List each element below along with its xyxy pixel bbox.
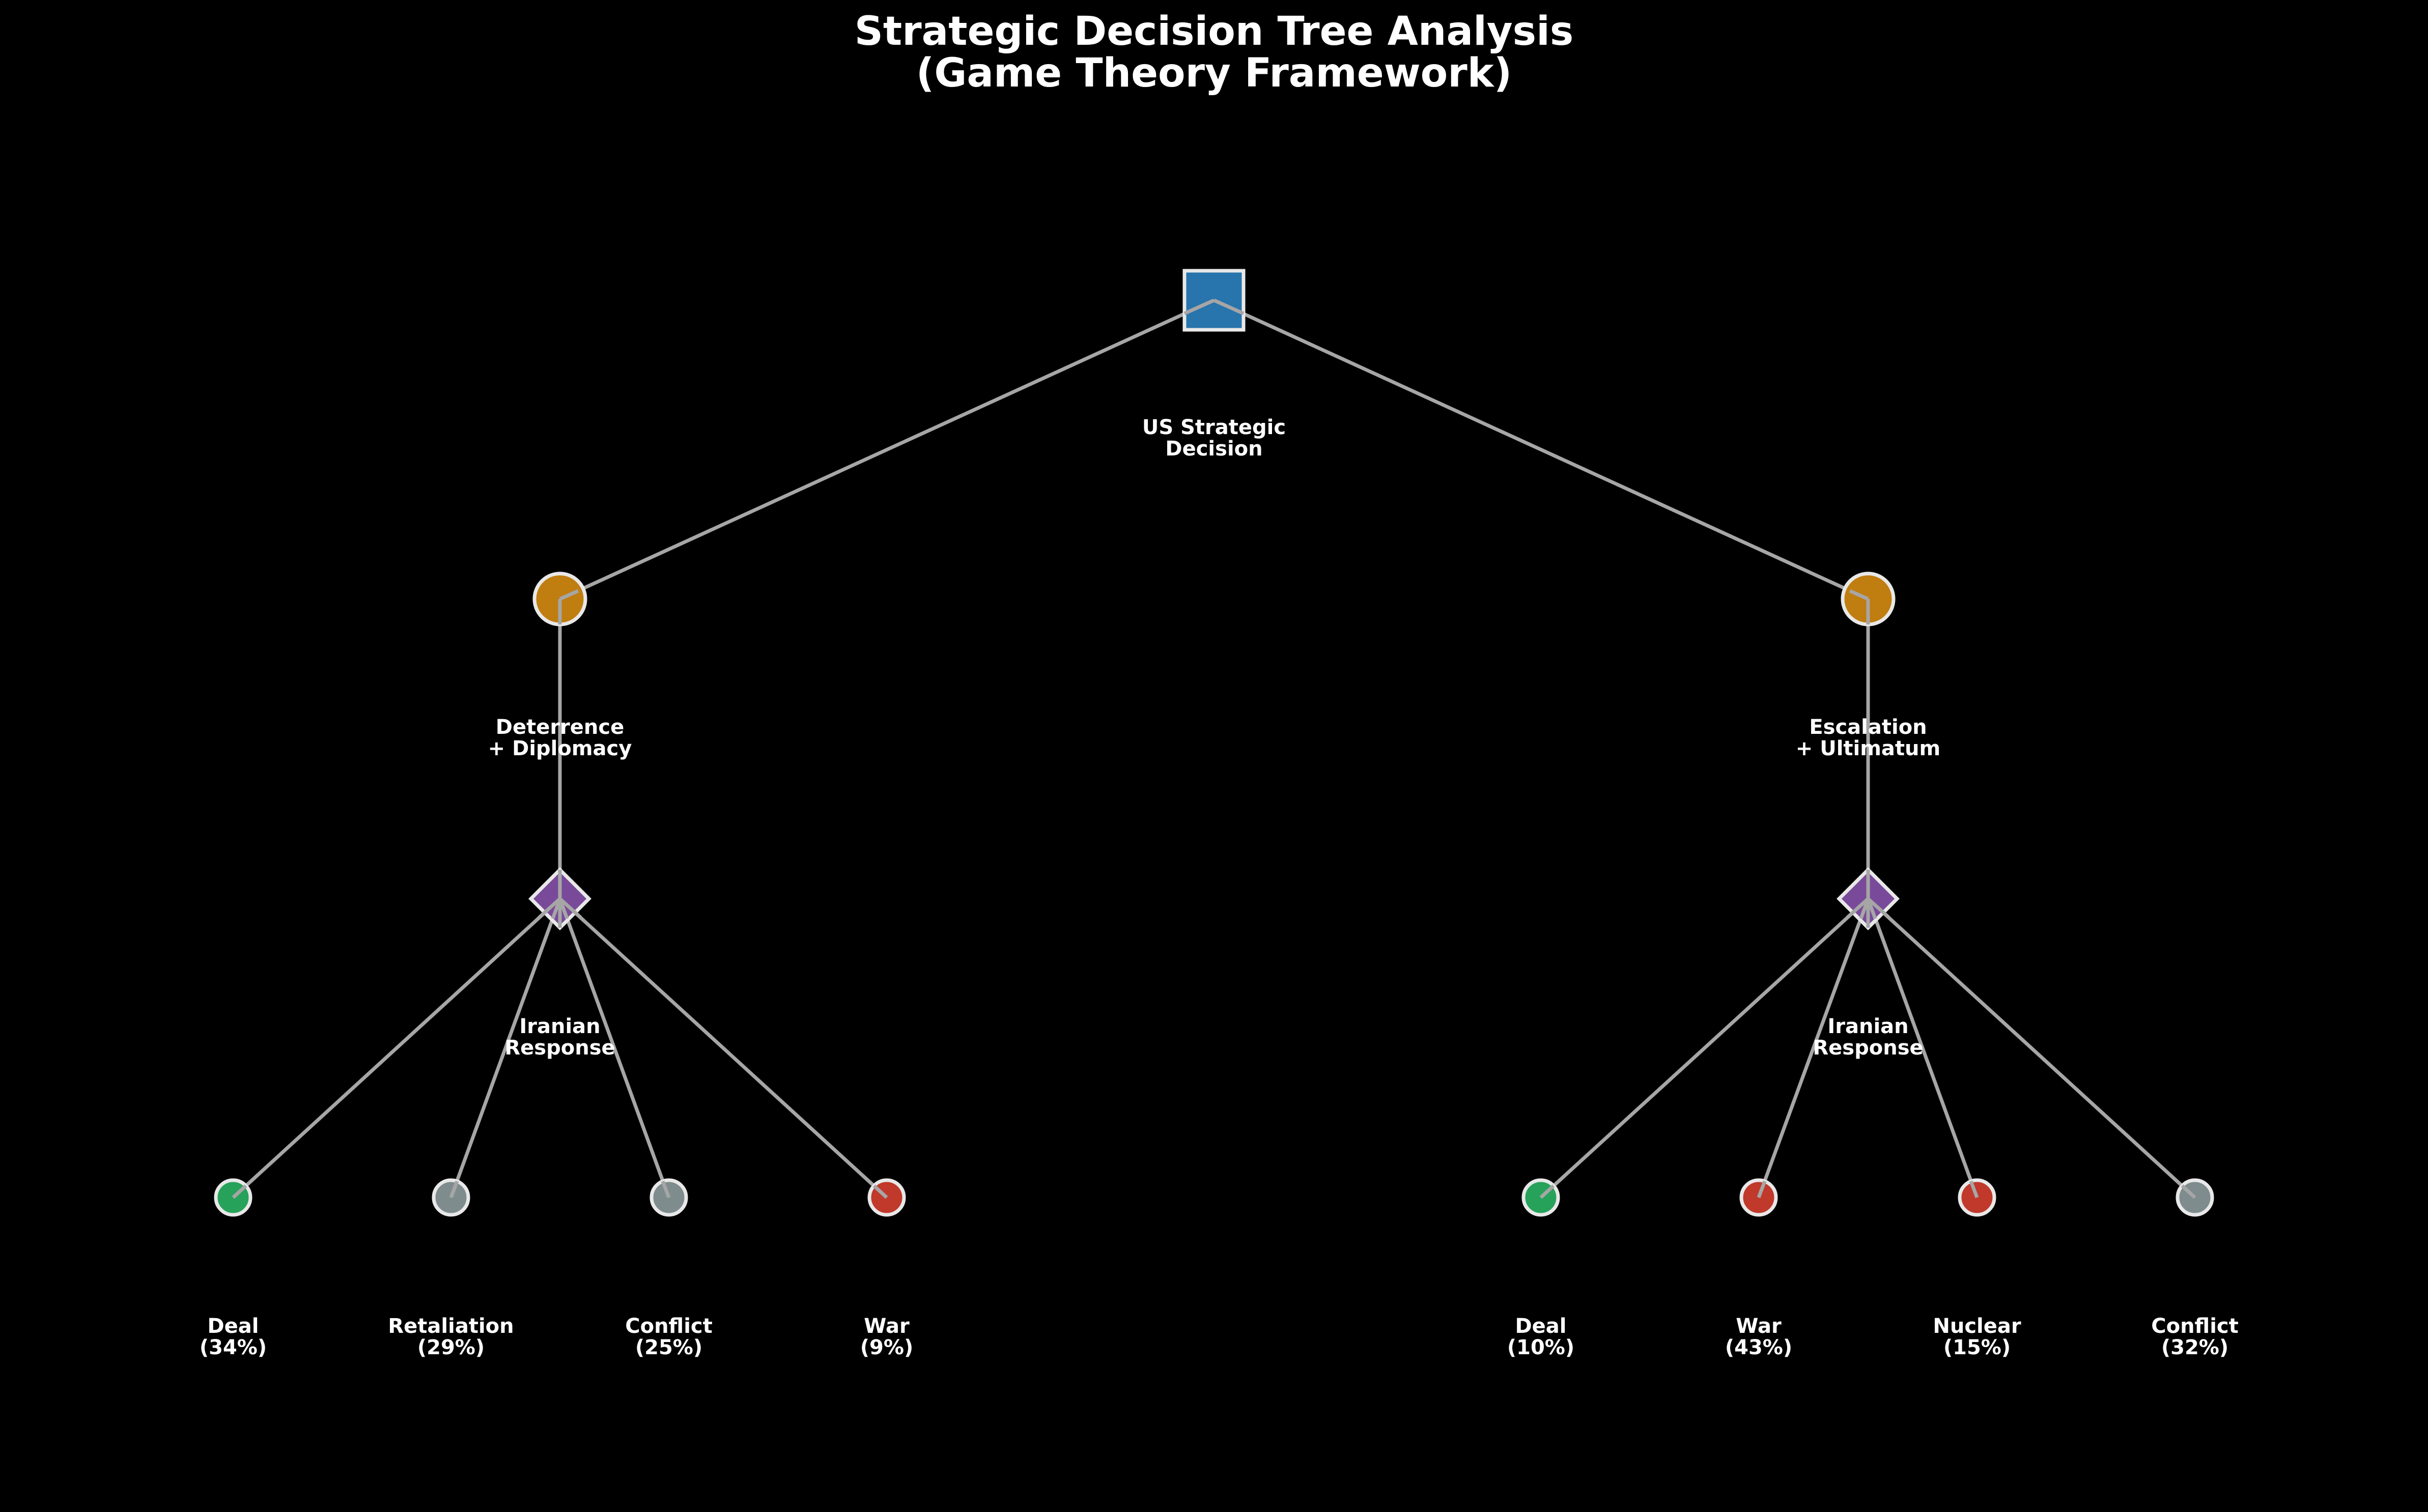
edges-strategy (558, 599, 1870, 899)
outcome-node-right-2-inner-edge (1757, 1180, 1767, 1199)
edges-right-outcomes (1539, 897, 2196, 1199)
edge-right-outcome-3 (1866, 898, 1979, 1199)
strategy-label-escalation-line-1: Escalation (1809, 716, 1927, 739)
outcome-right-2-pct: (43%) (1725, 1336, 1792, 1359)
outcome-left-1-pct: (34%) (200, 1336, 267, 1359)
outcome-left-4-pct: (9%) (860, 1336, 913, 1359)
outcome-group-left: Deal (34%) Retaliation (29%) Conflict (2… (200, 1178, 913, 1359)
edge-left-outcome-2 (449, 898, 562, 1199)
root-inner-edge-left (1183, 298, 1215, 316)
outcome-left-3-pct: (25%) (635, 1336, 702, 1359)
response-label-right-line-1: Iranian (1827, 1015, 1908, 1038)
outcome-right-3-pct: (15%) (1943, 1336, 2011, 1359)
edge-left-outcome-3 (558, 898, 671, 1199)
root-label-line-2: Decision (1165, 437, 1262, 461)
outcome-group-right: Deal (10%) War (43%) Nuclear (15%) Confl… (1507, 1178, 2239, 1359)
outcome-left-1-name: Deal (207, 1315, 259, 1338)
edge-right-outcome-1 (1539, 897, 1870, 1199)
outcome-right-1-name: Deal (1515, 1315, 1566, 1338)
strategy-node-escalation-inner-edge (1849, 589, 1869, 601)
outcome-left-3-name: Conflict (625, 1315, 713, 1338)
response-label-left-line-2: Response (504, 1036, 615, 1060)
outcome-left-2-pct: (29%) (417, 1336, 485, 1359)
outcome-right-1-pct: (10%) (1507, 1336, 1574, 1359)
response-right-inner-2 (1859, 898, 1870, 920)
outcome-node-left-3-inner-edge (661, 1180, 671, 1199)
strategy-node-deterrence-inner-edge (559, 589, 579, 601)
outcome-right-2-name: War (1736, 1315, 1782, 1338)
response-right-inner-4 (1867, 897, 1890, 919)
root-label-line-1: US Strategic (1142, 416, 1286, 439)
response-right-inner-1 (1846, 897, 1870, 919)
edge-left-outcome-4 (558, 897, 888, 1199)
diagram-title-line-1: Strategic Decision Tree Analysis (855, 9, 1574, 54)
strategy-label-deterrence-line-1: Deterrence (496, 716, 624, 739)
response-node-inner-edges (538, 870, 1890, 928)
response-label-left-line-1: Iranian (519, 1015, 600, 1038)
root-inner-edge-right (1213, 298, 1245, 316)
response-left-inner-4 (558, 897, 582, 919)
edge-left-outcome-1 (232, 897, 561, 1199)
outcome-node-right-3-inner-edge (1969, 1180, 1979, 1199)
outcome-right-4-name: Conflict (2151, 1315, 2239, 1338)
outcome-node-left-4-inner-edge (872, 1184, 888, 1199)
edge-root-to-escalation (1213, 298, 1869, 601)
edges-root (559, 298, 1869, 601)
strategy-label-escalation-line-2: + Ultimatum (1796, 737, 1940, 760)
outcome-right-3-name: Nuclear (1933, 1315, 2021, 1338)
outcome-node-left-2-inner-edge (449, 1180, 459, 1199)
outcome-left-2-name: Retaliation (388, 1315, 514, 1338)
outcome-node-left-1-inner-edge (232, 1184, 247, 1199)
outcome-right-4-pct: (32%) (2161, 1336, 2228, 1359)
diagram-title-line-2: (Game Theory Framework) (916, 50, 1512, 96)
strategy-label-deterrence-line-2: + Diplomacy (488, 737, 632, 760)
outcome-left-4-name: War (864, 1315, 910, 1338)
outcome-node-right-4-inner-edge (2181, 1184, 2196, 1199)
edge-root-to-deterrence (559, 298, 1215, 601)
edges-left-outcomes (232, 897, 888, 1199)
outcome-node-right-1-inner-edge (1539, 1184, 1555, 1199)
response-label-right-line-2: Response (1813, 1036, 1923, 1060)
response-left-inner-1 (538, 897, 561, 919)
edge-right-outcome-4 (1867, 897, 2196, 1199)
edge-right-outcome-2 (1757, 898, 1870, 1199)
response-left-inner-2 (551, 898, 562, 920)
